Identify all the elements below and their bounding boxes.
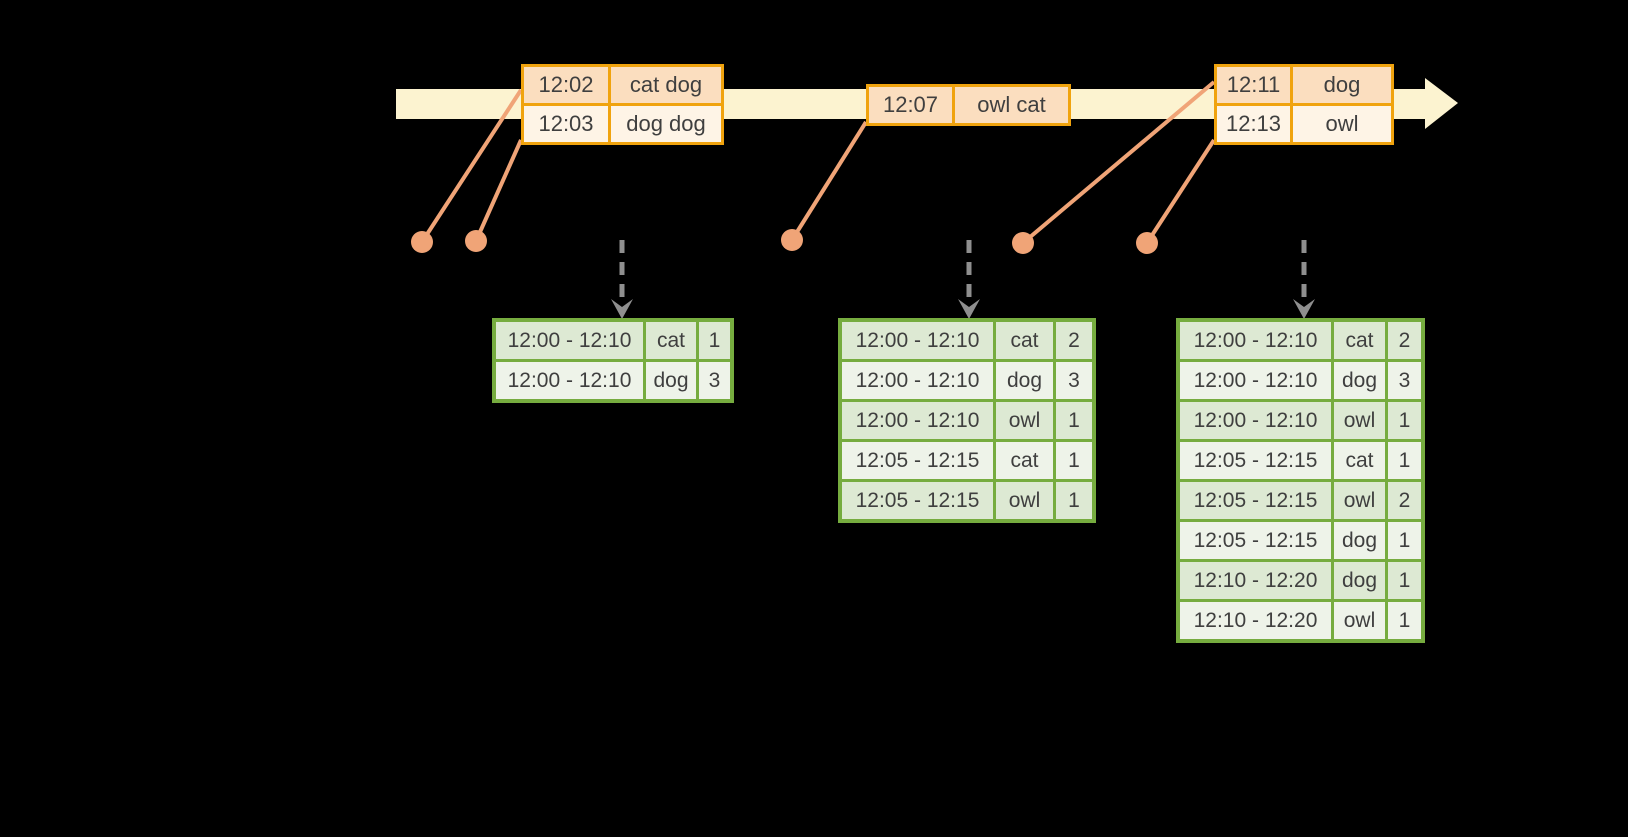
word-cell: owl	[993, 482, 1053, 519]
connector-line	[420, 88, 523, 244]
count-cell: 1	[1385, 602, 1421, 639]
event-dot	[781, 229, 803, 251]
count-cell: 1	[1385, 442, 1421, 479]
event-words-cell: dog	[1290, 67, 1391, 103]
timeline-arrowhead-icon	[1425, 78, 1458, 129]
count-cell: 2	[1053, 322, 1092, 359]
event-time-cell: 12:02	[524, 67, 608, 103]
word-cell: dog	[993, 362, 1053, 399]
window-cell: 12:05 - 12:15	[842, 442, 993, 479]
event-words-cell: owl cat	[952, 87, 1068, 123]
window-cell: 12:00 - 12:10	[496, 322, 643, 359]
word-cell: cat	[643, 322, 696, 359]
event-dot	[465, 230, 487, 252]
window-cell: 12:00 - 12:10	[842, 322, 993, 359]
connector-line	[474, 139, 523, 242]
word-cell: dog	[1331, 522, 1385, 559]
window-cell: 12:00 - 12:10	[496, 362, 643, 399]
connector-line	[1145, 138, 1216, 245]
trigger-arrow-icon	[958, 240, 980, 319]
trigger-arrow-icon	[1293, 240, 1315, 319]
window-cell: 12:00 - 12:10	[1180, 322, 1331, 359]
trigger-arrow-icon	[611, 240, 633, 319]
event-words-cell: cat dog	[608, 67, 721, 103]
connector-line	[1021, 80, 1216, 245]
window-cell: 12:00 - 12:10	[1180, 362, 1331, 399]
count-cell: 1	[1385, 402, 1421, 439]
event-dot	[1136, 232, 1158, 254]
window-cell: 12:05 - 12:15	[1180, 522, 1331, 559]
window-cell: 12:10 - 12:20	[1180, 602, 1331, 639]
count-cell: 2	[1385, 482, 1421, 519]
word-cell: owl	[1331, 482, 1385, 519]
event-words-cell: owl	[1290, 106, 1391, 142]
event-time-cell: 12:11	[1217, 67, 1290, 103]
word-cell: cat	[993, 322, 1053, 359]
window-cell: 12:00 - 12:10	[842, 402, 993, 439]
event-dot	[411, 231, 433, 253]
count-cell: 1	[696, 322, 730, 359]
event-time-cell: 12:07	[869, 87, 952, 123]
word-cell: owl	[1331, 402, 1385, 439]
window-cell: 12:05 - 12:15	[1180, 442, 1331, 479]
count-cell: 1	[1385, 562, 1421, 599]
word-cell: dog	[643, 362, 696, 399]
count-cell: 1	[1053, 442, 1092, 479]
count-cell: 1	[1053, 402, 1092, 439]
window-cell: 12:05 - 12:15	[1180, 482, 1331, 519]
word-cell: dog	[1331, 362, 1385, 399]
event-time-cell: 12:13	[1217, 106, 1290, 142]
count-cell: 1	[1385, 522, 1421, 559]
count-cell: 3	[1385, 362, 1421, 399]
event-time-cell: 12:03	[524, 106, 608, 142]
count-cell: 2	[1385, 322, 1421, 359]
word-cell: cat	[1331, 442, 1385, 479]
count-cell: 3	[696, 362, 730, 399]
event-dot	[1012, 232, 1034, 254]
window-cell: 12:05 - 12:15	[842, 482, 993, 519]
event-words-cell: dog dog	[608, 106, 721, 142]
word-cell: owl	[993, 402, 1053, 439]
word-cell: owl	[1331, 602, 1385, 639]
word-cell: dog	[1331, 562, 1385, 599]
window-cell: 12:00 - 12:10	[842, 362, 993, 399]
connector-line	[790, 120, 868, 242]
word-cell: cat	[993, 442, 1053, 479]
window-cell: 12:10 - 12:20	[1180, 562, 1331, 599]
count-cell: 3	[1053, 362, 1092, 399]
word-cell: cat	[1331, 322, 1385, 359]
window-cell: 12:00 - 12:10	[1180, 402, 1331, 439]
count-cell: 1	[1053, 482, 1092, 519]
